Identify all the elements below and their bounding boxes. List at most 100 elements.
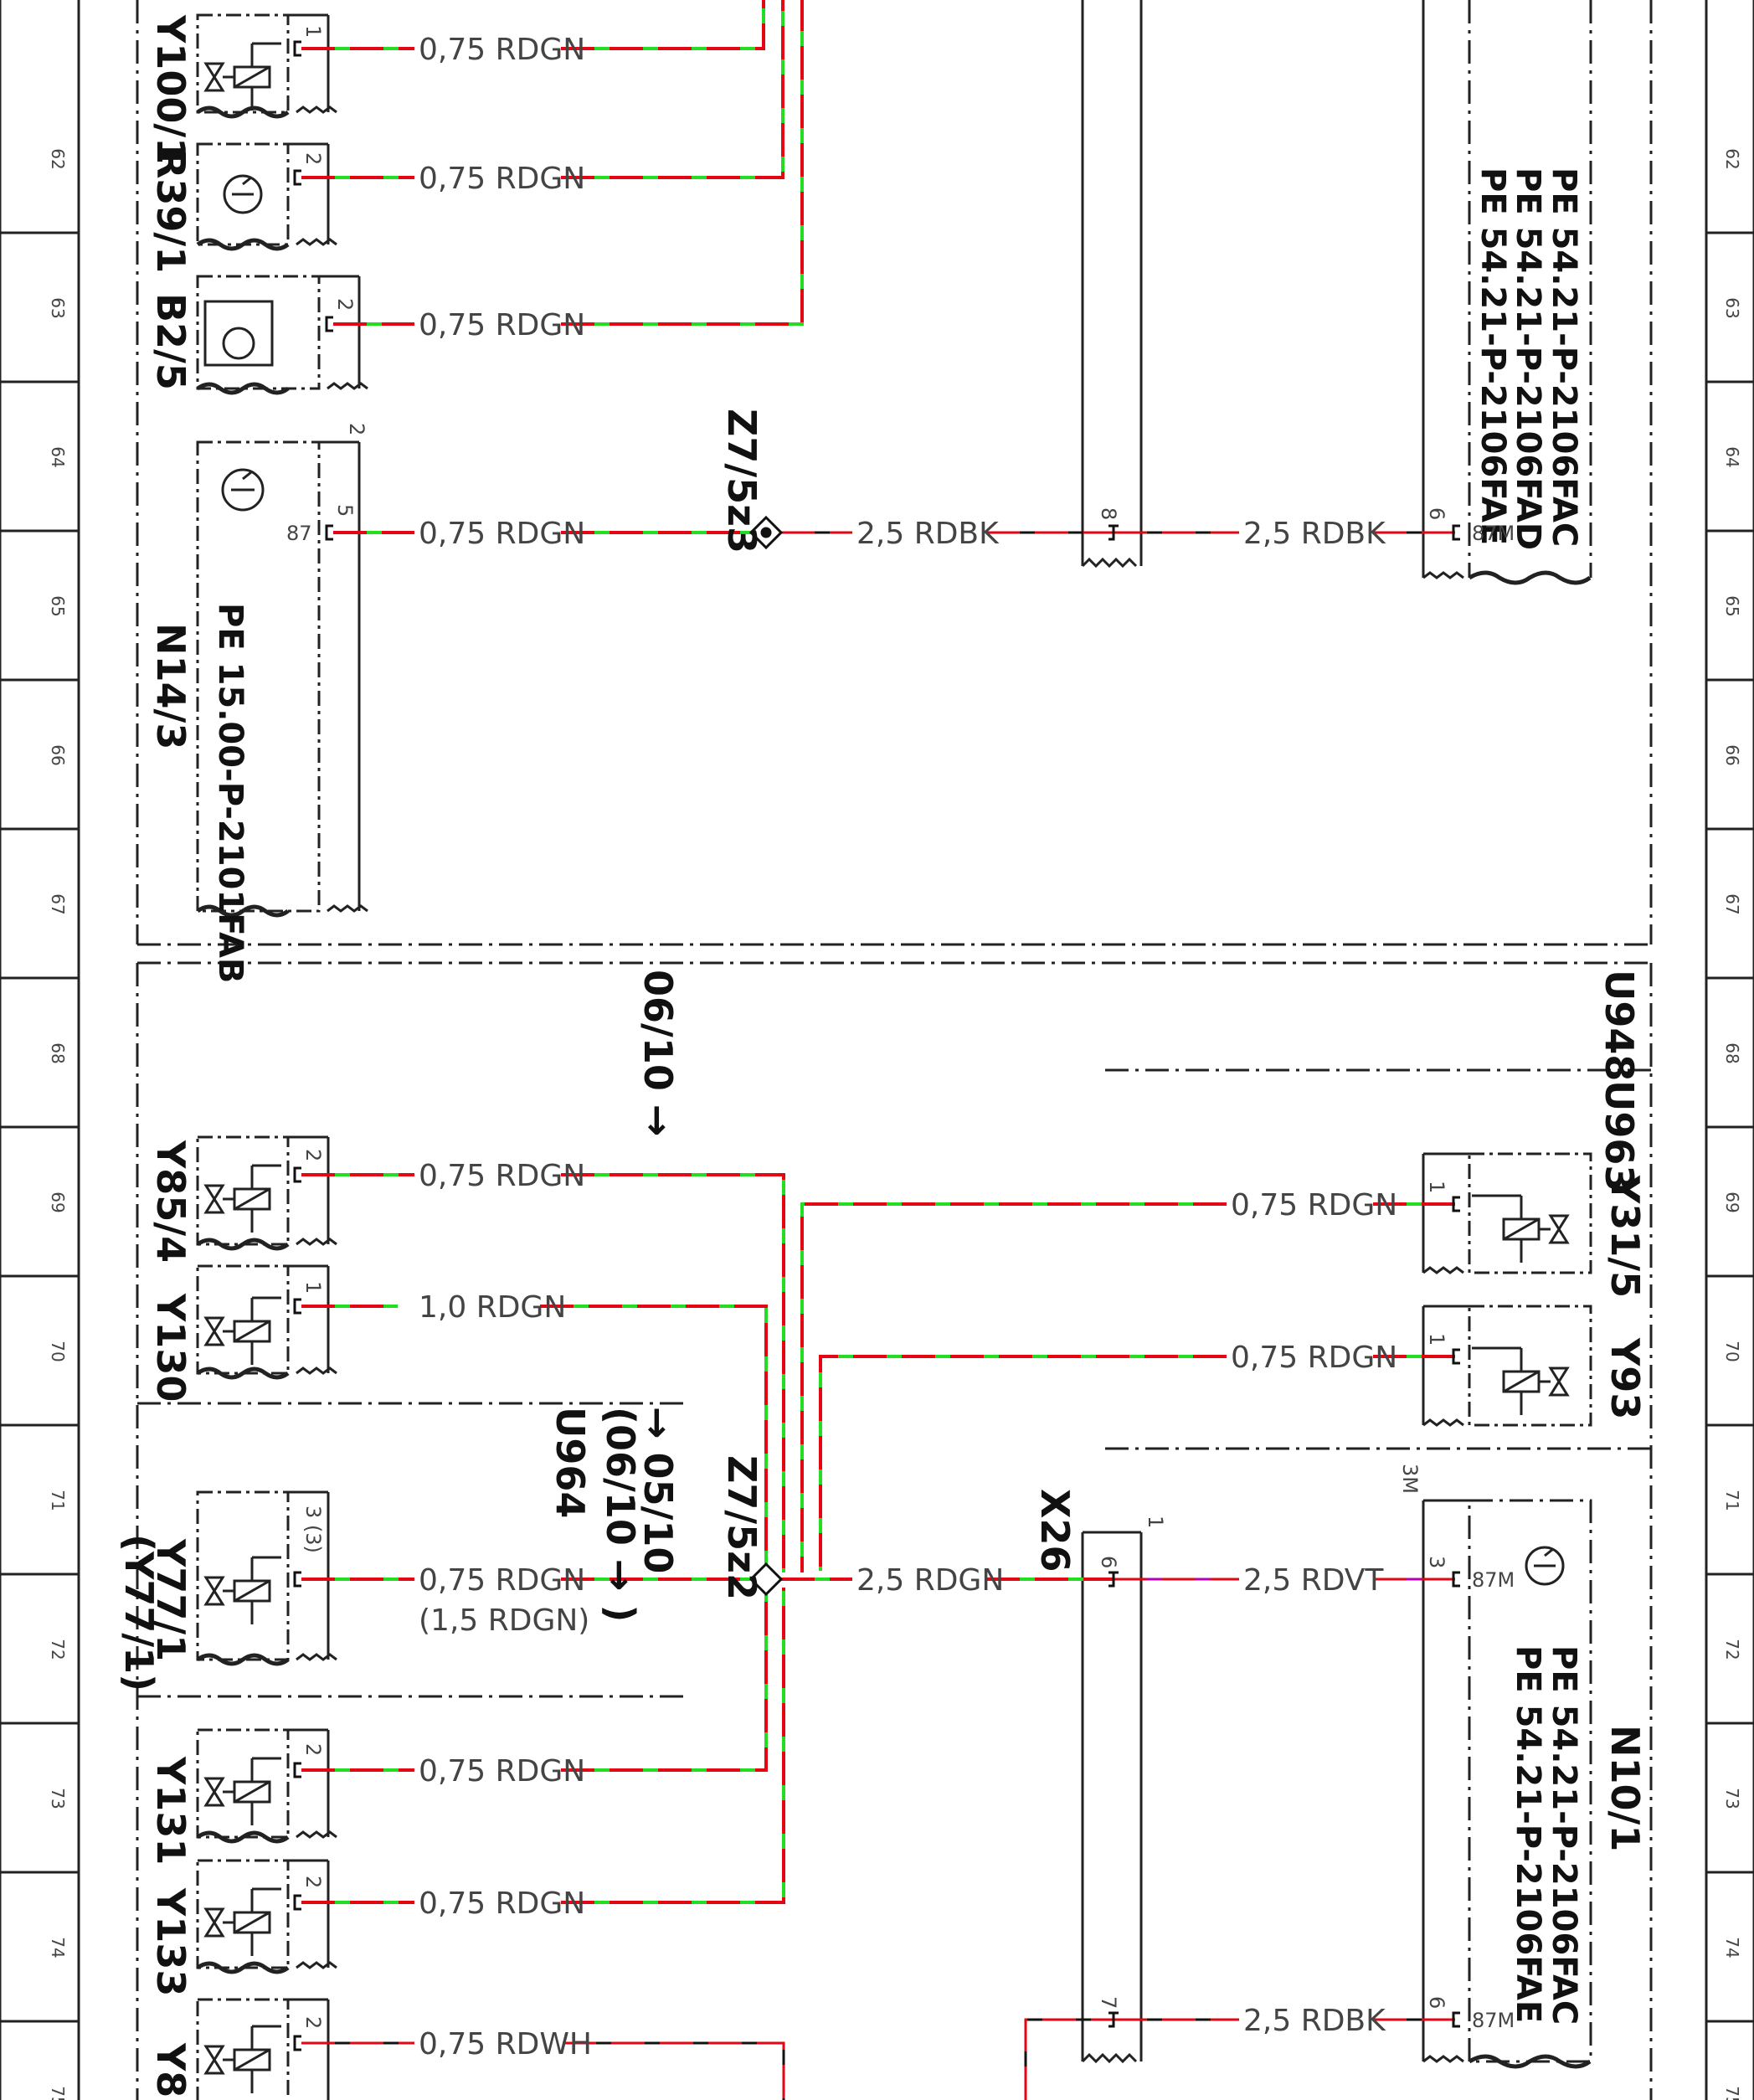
note-top-pe-3: PE 54.21-P-2106FAE xyxy=(1474,167,1512,545)
row-grid-right xyxy=(1705,0,1754,2100)
pin-y130: 1 xyxy=(301,1281,325,1294)
row-number-left: 75 xyxy=(48,2086,68,2100)
row-number-left: 71 xyxy=(48,1490,68,1511)
pin-b2-5: 2 xyxy=(333,298,357,311)
row-number-left: 67 xyxy=(48,893,68,914)
frame-upper xyxy=(136,0,1653,946)
wlabel-x-top-relay: 2,5 RDBK xyxy=(1243,517,1386,551)
row-number-left: 65 xyxy=(48,595,68,616)
wire-y131-b xyxy=(561,1594,768,1772)
wires xyxy=(293,0,1460,2100)
wire-y130-b xyxy=(540,1305,768,1564)
wire-y93-b xyxy=(819,1355,1227,1571)
box-b2-5 xyxy=(196,275,368,395)
valve-y93-symbol xyxy=(1472,1346,1570,1415)
wlabel-y77-1: 0,75 RDGN xyxy=(419,1563,585,1598)
pin-y133: 2 xyxy=(301,1876,325,1888)
wlabel-z3-x: 2,5 RDBK xyxy=(856,517,1000,551)
valve-y31-5-box xyxy=(1422,1152,1592,1274)
relay-module-n10 xyxy=(1422,1499,1592,2069)
pin-y131: 2 xyxy=(301,1743,325,1756)
box-y100-1 xyxy=(196,13,337,119)
row-number-right: 71 xyxy=(1722,1490,1742,1511)
wlabel-b2-5: 0,75 RDGN xyxy=(419,308,585,342)
label-y100-1: Y100/1 xyxy=(148,14,193,164)
label-y130: Y130 xyxy=(148,1293,193,1402)
row-number-left: 72 xyxy=(48,1639,68,1660)
row-number-left: 73 xyxy=(48,1788,68,1809)
box-y131 xyxy=(196,1728,337,1844)
wire-x26-pin7-in xyxy=(1024,2018,1114,2100)
note-3m: 3M xyxy=(1398,1464,1422,1494)
label-y77-1-alt: (Y77/1) xyxy=(116,1534,162,1691)
row-number-right: 69 xyxy=(1722,1192,1742,1212)
box-n14-3 xyxy=(196,440,368,918)
left-component-boxes xyxy=(196,13,1570,2100)
row-grid-left xyxy=(0,0,80,2100)
wlabel-x26-pin7: 2,5 RDBK xyxy=(1243,2004,1386,2038)
wire-y133-b xyxy=(561,1588,785,1904)
pin-y31-5: 1 xyxy=(1425,1181,1448,1193)
row-number-right: 63 xyxy=(1722,297,1742,318)
row-number-left: 64 xyxy=(48,446,68,467)
row-number-right: 67 xyxy=(1722,893,1742,914)
wlabel-y131: 0,75 RDGN xyxy=(419,1754,585,1789)
wlabel-y31-5: 0,75 RDGN xyxy=(1231,1188,1397,1222)
wlabel-y130: 1,0 RDGN xyxy=(419,1290,566,1325)
terminal-mark xyxy=(1452,2011,1460,2028)
pin-top-x: 8 xyxy=(1097,507,1120,520)
row-number-right: 75 xyxy=(1722,2086,1742,2100)
row-number-left: 69 xyxy=(48,1192,68,1212)
row-number-right: 74 xyxy=(1722,1937,1742,1958)
note-u963: U963 xyxy=(1597,1080,1642,1192)
terminal-mark xyxy=(293,1571,301,1588)
wlabel-z2-x26: 2,5 RDGN xyxy=(856,1563,1004,1598)
connector-bar-upper xyxy=(1081,0,1143,569)
label-y77-1: Y77/1 xyxy=(148,1538,193,1661)
note-u948: U948 xyxy=(1597,970,1642,1081)
row-number-left: 70 xyxy=(48,1341,68,1361)
label-y85-4: Y85/4 xyxy=(148,1140,193,1263)
label-y85: Y85 xyxy=(148,2042,193,2100)
term-top-relay: 87M xyxy=(1472,522,1515,545)
splice-z7-5z2 xyxy=(748,1562,784,1597)
term-n10: 87M xyxy=(1472,1568,1515,1592)
pin-n10-6: 6 xyxy=(1425,1996,1448,2009)
terminal-mark xyxy=(1452,1348,1460,1365)
frame-lower xyxy=(136,961,1653,2100)
note-to-0510: → 05/10 xyxy=(635,1407,681,1573)
row-number-left: 63 xyxy=(48,297,68,318)
terminal-mark xyxy=(293,1166,301,1183)
pin-n10-3: 3 xyxy=(1425,1556,1448,1568)
row-number-left: 74 xyxy=(48,1937,68,1958)
terminal-mark xyxy=(325,524,333,541)
terminal-mark xyxy=(293,1298,301,1315)
note-from-0610: 06/10 → xyxy=(635,970,681,1136)
wlabel-y133: 0,75 RDGN xyxy=(419,1886,585,1921)
wlabel-y85: 0,75 RDWH xyxy=(419,2027,592,2061)
terminal-mark xyxy=(293,1894,301,1911)
terminal-mark xyxy=(1108,1571,1119,1588)
wlabel-y100-1: 0,75 RDGN xyxy=(419,33,585,67)
row-number-right: 70 xyxy=(1722,1341,1742,1361)
terminal-mark xyxy=(1452,524,1460,541)
terminal-mark xyxy=(1452,1196,1460,1212)
terminal-mark xyxy=(325,316,333,332)
terminal-mark xyxy=(293,40,301,57)
pin-n14-3-conn: 2 xyxy=(345,423,368,435)
box-r39-1 xyxy=(196,142,337,251)
terminal-mark xyxy=(293,2035,301,2051)
pin-y100-1: 1 xyxy=(301,25,325,38)
row-ticks xyxy=(0,231,1754,2023)
wlabel-y85-4: 0,75 RDGN xyxy=(419,1159,585,1193)
wire-y31-5-b xyxy=(800,1202,1227,1572)
terminal-mark xyxy=(293,1762,301,1778)
row-number-right: 73 xyxy=(1722,1788,1742,1809)
wire-y85-b xyxy=(563,2041,785,2100)
relay-module-top xyxy=(1422,0,1592,585)
term-n10-2: 87M xyxy=(1472,2009,1515,2032)
box-y130 xyxy=(196,1264,337,1380)
note-paren-0610: (06/10 → ) xyxy=(598,1407,643,1622)
pin-n14-3: 5 xyxy=(333,504,357,517)
label-y93: Y93 xyxy=(1602,1337,1648,1419)
